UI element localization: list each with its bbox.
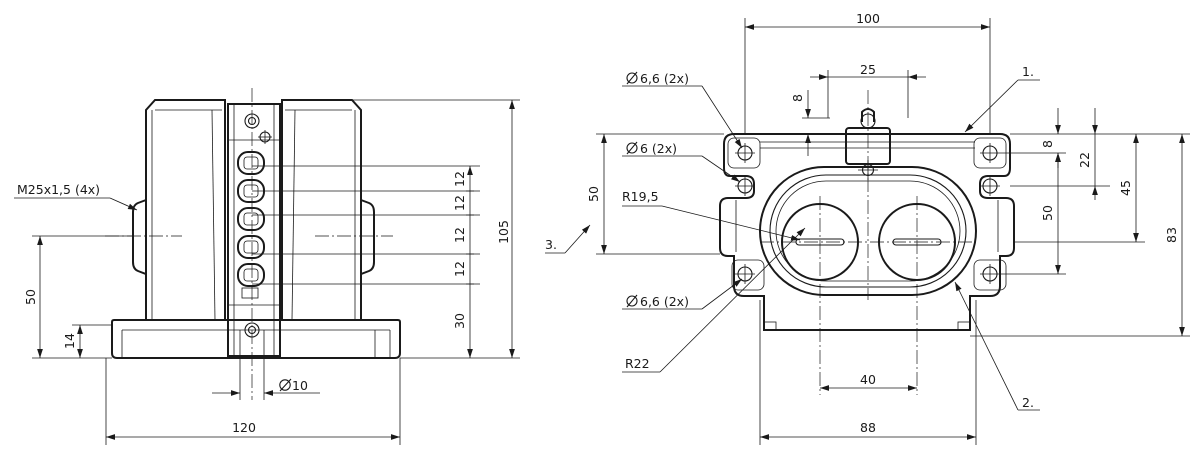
- diameter-symbol-icon: [279, 378, 292, 392]
- dim-spacing-30: 30: [452, 313, 467, 329]
- dim-height-105: 105: [496, 220, 511, 244]
- dim-spacing-4: 12: [452, 261, 467, 277]
- side-view: [14, 88, 520, 445]
- diameter-symbol-icon: [626, 141, 638, 155]
- hole-note-bottom: 6,6 (2x): [640, 294, 689, 309]
- side-base-flange: [111, 319, 401, 359]
- mounting-holes: [735, 143, 1000, 284]
- callout-3: 3.: [545, 237, 557, 252]
- thread-note: M25x1,5 (4x): [17, 182, 100, 197]
- dim-right-22: 22: [1077, 152, 1092, 168]
- dim-spacing-1: 12: [452, 171, 467, 187]
- callout-1: 1.: [1022, 64, 1034, 79]
- dim-spacing-2: 12: [452, 195, 467, 211]
- dim-height-50-left: 50: [586, 186, 601, 202]
- hole-note-top: 6,6 (2x): [640, 71, 689, 86]
- dim-spacing-25: 25: [860, 62, 876, 77]
- front-view: [545, 18, 1190, 445]
- dim-width-88: 88: [860, 420, 876, 435]
- left-cable-gland: [132, 198, 147, 276]
- dim-width-100: 100: [856, 11, 880, 26]
- side-button-stack: [237, 151, 265, 299]
- diameter-symbol-icon: [626, 71, 638, 85]
- right-cable-gland: [360, 198, 375, 276]
- callout-2: 2.: [1022, 395, 1034, 410]
- dim-width-120: 120: [232, 420, 256, 435]
- side-left-housing: [145, 99, 226, 320]
- dim-right-83: 83: [1164, 227, 1179, 243]
- dim-right-50: 50: [1040, 205, 1055, 221]
- diameter-symbol-icon: [626, 294, 638, 308]
- dim-spacing-3: 12: [452, 227, 467, 243]
- dim-right-8: 8: [1040, 140, 1055, 148]
- dim-height-14: 14: [62, 333, 77, 349]
- hole-note-mid: 6 (2x): [640, 141, 677, 156]
- radius-inner: R19,5: [622, 189, 659, 204]
- dim-right-45: 45: [1118, 180, 1133, 196]
- front-housing-outline: [719, 133, 1015, 331]
- dim-hole-10: 10: [292, 378, 308, 393]
- dim-width-40: 40: [860, 372, 876, 387]
- dim-offset-8-top: 8: [790, 94, 805, 102]
- dim-height-50: 50: [23, 289, 38, 305]
- radius-outer: R22: [625, 356, 650, 371]
- side-center-column: [227, 103, 281, 357]
